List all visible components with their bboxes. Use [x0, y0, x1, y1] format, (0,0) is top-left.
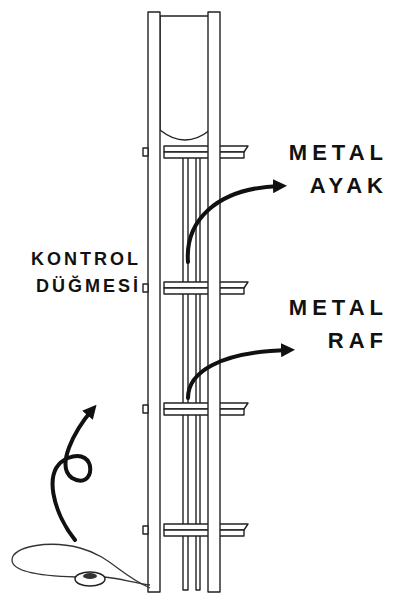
front-post [148, 12, 160, 592]
leader-arrow [188, 186, 280, 262]
leader-arrow [53, 410, 92, 540]
leader-arrow [188, 350, 288, 398]
front-post [208, 12, 220, 592]
lamp-shade [160, 16, 210, 140]
shelf-tab [143, 148, 148, 534]
part-label: KONTROL DÜĞMESİ [6, 246, 141, 300]
part-label: METAL RAF [248, 291, 388, 357]
control-switch [75, 572, 105, 586]
shelf [164, 146, 248, 536]
power-cord [12, 544, 150, 588]
part-label: METAL AYAK [248, 136, 388, 202]
